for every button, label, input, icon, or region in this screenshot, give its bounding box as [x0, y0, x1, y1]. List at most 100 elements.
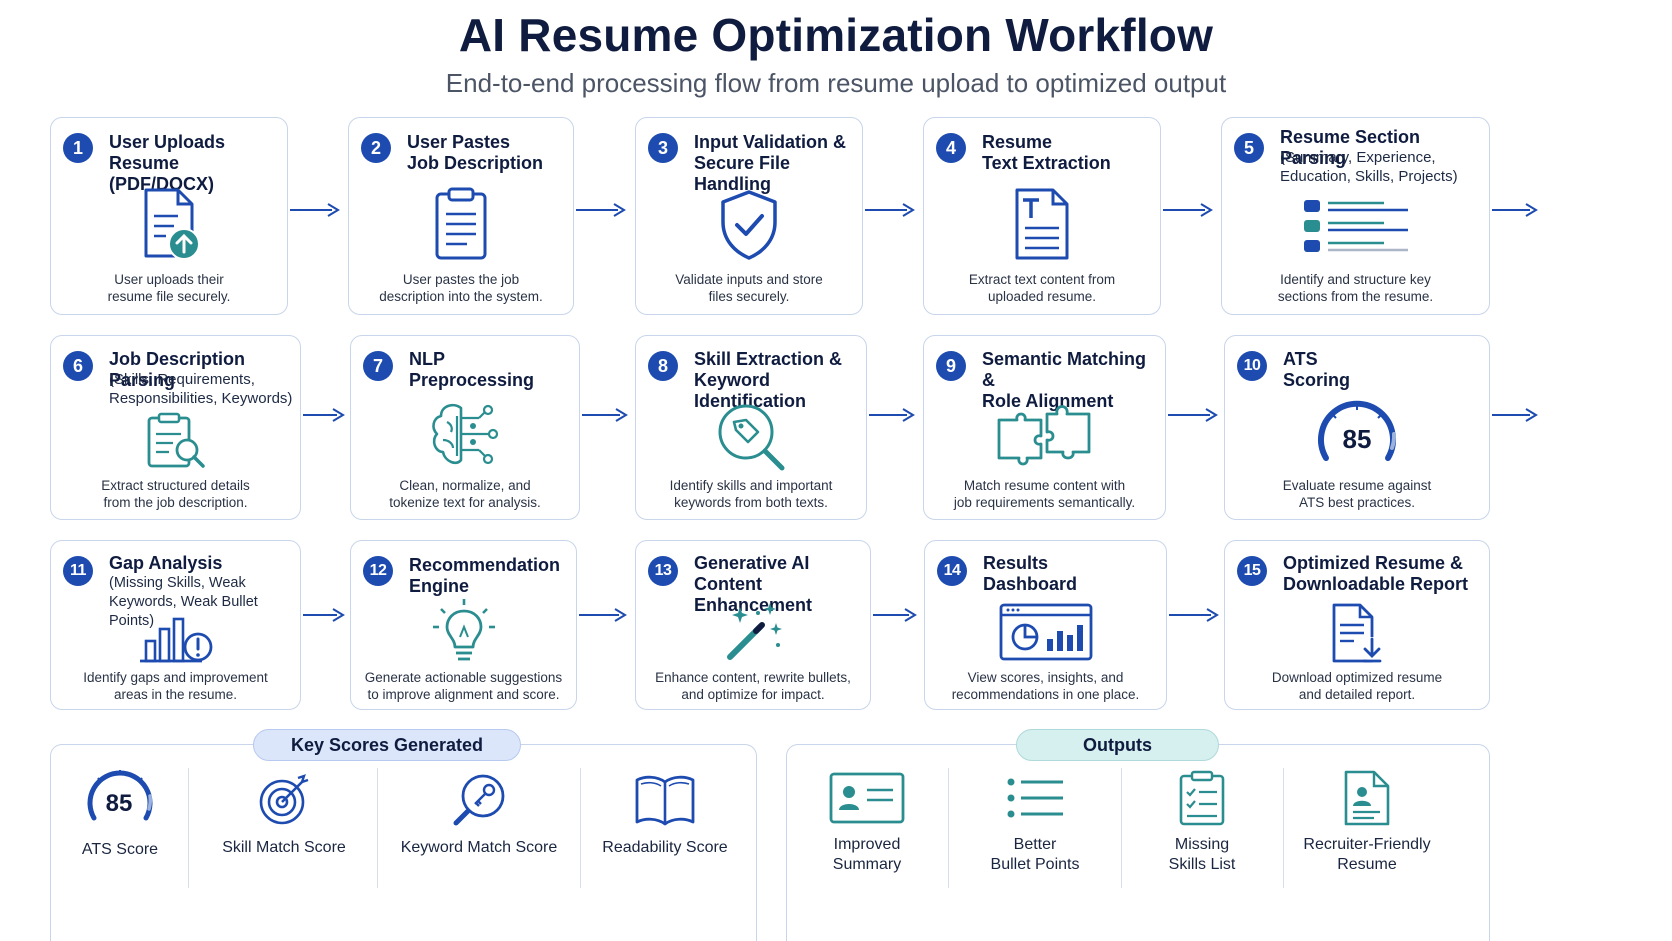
step-number-badge: 11 [63, 556, 93, 586]
bar-chart-alert-icon [51, 615, 300, 665]
step-card-6: 6 Job Description Parsing (Skills, Requi… [50, 335, 301, 520]
flow-arrow [869, 408, 915, 422]
resume-icon [1288, 770, 1446, 826]
upload-document-icon [51, 186, 287, 264]
flow-arrow [290, 203, 340, 217]
divider [580, 768, 581, 888]
step-card-8: 8 Skill Extraction &Keyword Identificati… [635, 335, 867, 520]
puzzle-icon [924, 400, 1165, 472]
step-number-badge: 6 [63, 351, 93, 381]
flow-arrow [1168, 408, 1218, 422]
download-document-icon [1225, 603, 1489, 665]
book-icon [590, 772, 740, 828]
step-number-badge: 12 [363, 556, 393, 586]
step-card-3: 3 Input Validation &Secure File Handling… [635, 117, 863, 315]
flow-arrow [873, 608, 917, 622]
step-title: Skill Extraction &Keyword Identification [694, 349, 843, 411]
step-subtitle: (Skills, Requirements,Responsibilities, … [109, 371, 293, 407]
divider [188, 768, 189, 888]
divider [377, 768, 378, 888]
flow-arrow [1492, 408, 1538, 422]
checklist-icon [1126, 770, 1278, 826]
lightbulb-icon [351, 597, 576, 667]
step-number-badge: 8 [648, 351, 678, 381]
divider [948, 768, 949, 888]
text-document-icon [924, 186, 1160, 262]
step-title: Input Validation &Secure File Handling [694, 132, 846, 194]
step-title: Semantic Matching &Role Alignment [982, 349, 1147, 411]
step-number-badge: 10 [1237, 351, 1267, 381]
divider [1283, 768, 1284, 888]
flow-arrow [865, 203, 915, 217]
flow-arrow [303, 408, 345, 422]
step-card-5: 5 Resume Section Parsing (Summary, Exper… [1221, 117, 1490, 315]
magic-wand-icon [636, 601, 870, 663]
score-label: Skill Match Score [222, 839, 346, 856]
gauge-icon: 85 [56, 764, 184, 830]
step-number-badge: 9 [936, 351, 966, 381]
flow-arrow [1169, 608, 1219, 622]
step-number-badge: 14 [937, 556, 967, 586]
step-number-badge: 13 [648, 556, 678, 586]
score-label: ATS Score [81, 841, 159, 858]
flow-arrow [576, 203, 626, 217]
profile-card-icon [792, 770, 942, 826]
shield-check-icon [636, 188, 862, 262]
flow-arrow [582, 408, 628, 422]
gauge-icon: 85 [1225, 396, 1489, 474]
step-number-badge: 15 [1237, 556, 1267, 586]
key-scores-panel [50, 744, 757, 941]
flow-arrow [579, 608, 627, 622]
step-title: Optimized Resume &Downloadable Report [1283, 553, 1469, 594]
step-number-badge: 1 [63, 133, 93, 163]
bullet-list-icon [954, 770, 1116, 826]
step-card-9: 9 Semantic Matching &Role Alignment Matc… [923, 335, 1166, 520]
clipboard-search-icon [51, 412, 300, 472]
outputs-heading: Outputs [1016, 729, 1219, 761]
key-scores-heading: Key Scores Generated [253, 729, 521, 761]
step-number-badge: 2 [361, 133, 391, 163]
target-icon [196, 772, 372, 828]
brain-circuit-icon [351, 400, 579, 472]
dashboard-icon [925, 601, 1166, 663]
flow-arrow [303, 608, 345, 622]
step-number-badge: 5 [1234, 133, 1264, 163]
ats-score-value: 85 [106, 790, 133, 817]
step-title: Gap Analysis [109, 553, 223, 573]
step-subtitle: (Summary, Experience,Education, Skills, … [1280, 149, 1458, 185]
clipboard-icon [349, 186, 573, 262]
sections-list-icon [1222, 198, 1489, 258]
tag-search-icon [636, 400, 866, 472]
